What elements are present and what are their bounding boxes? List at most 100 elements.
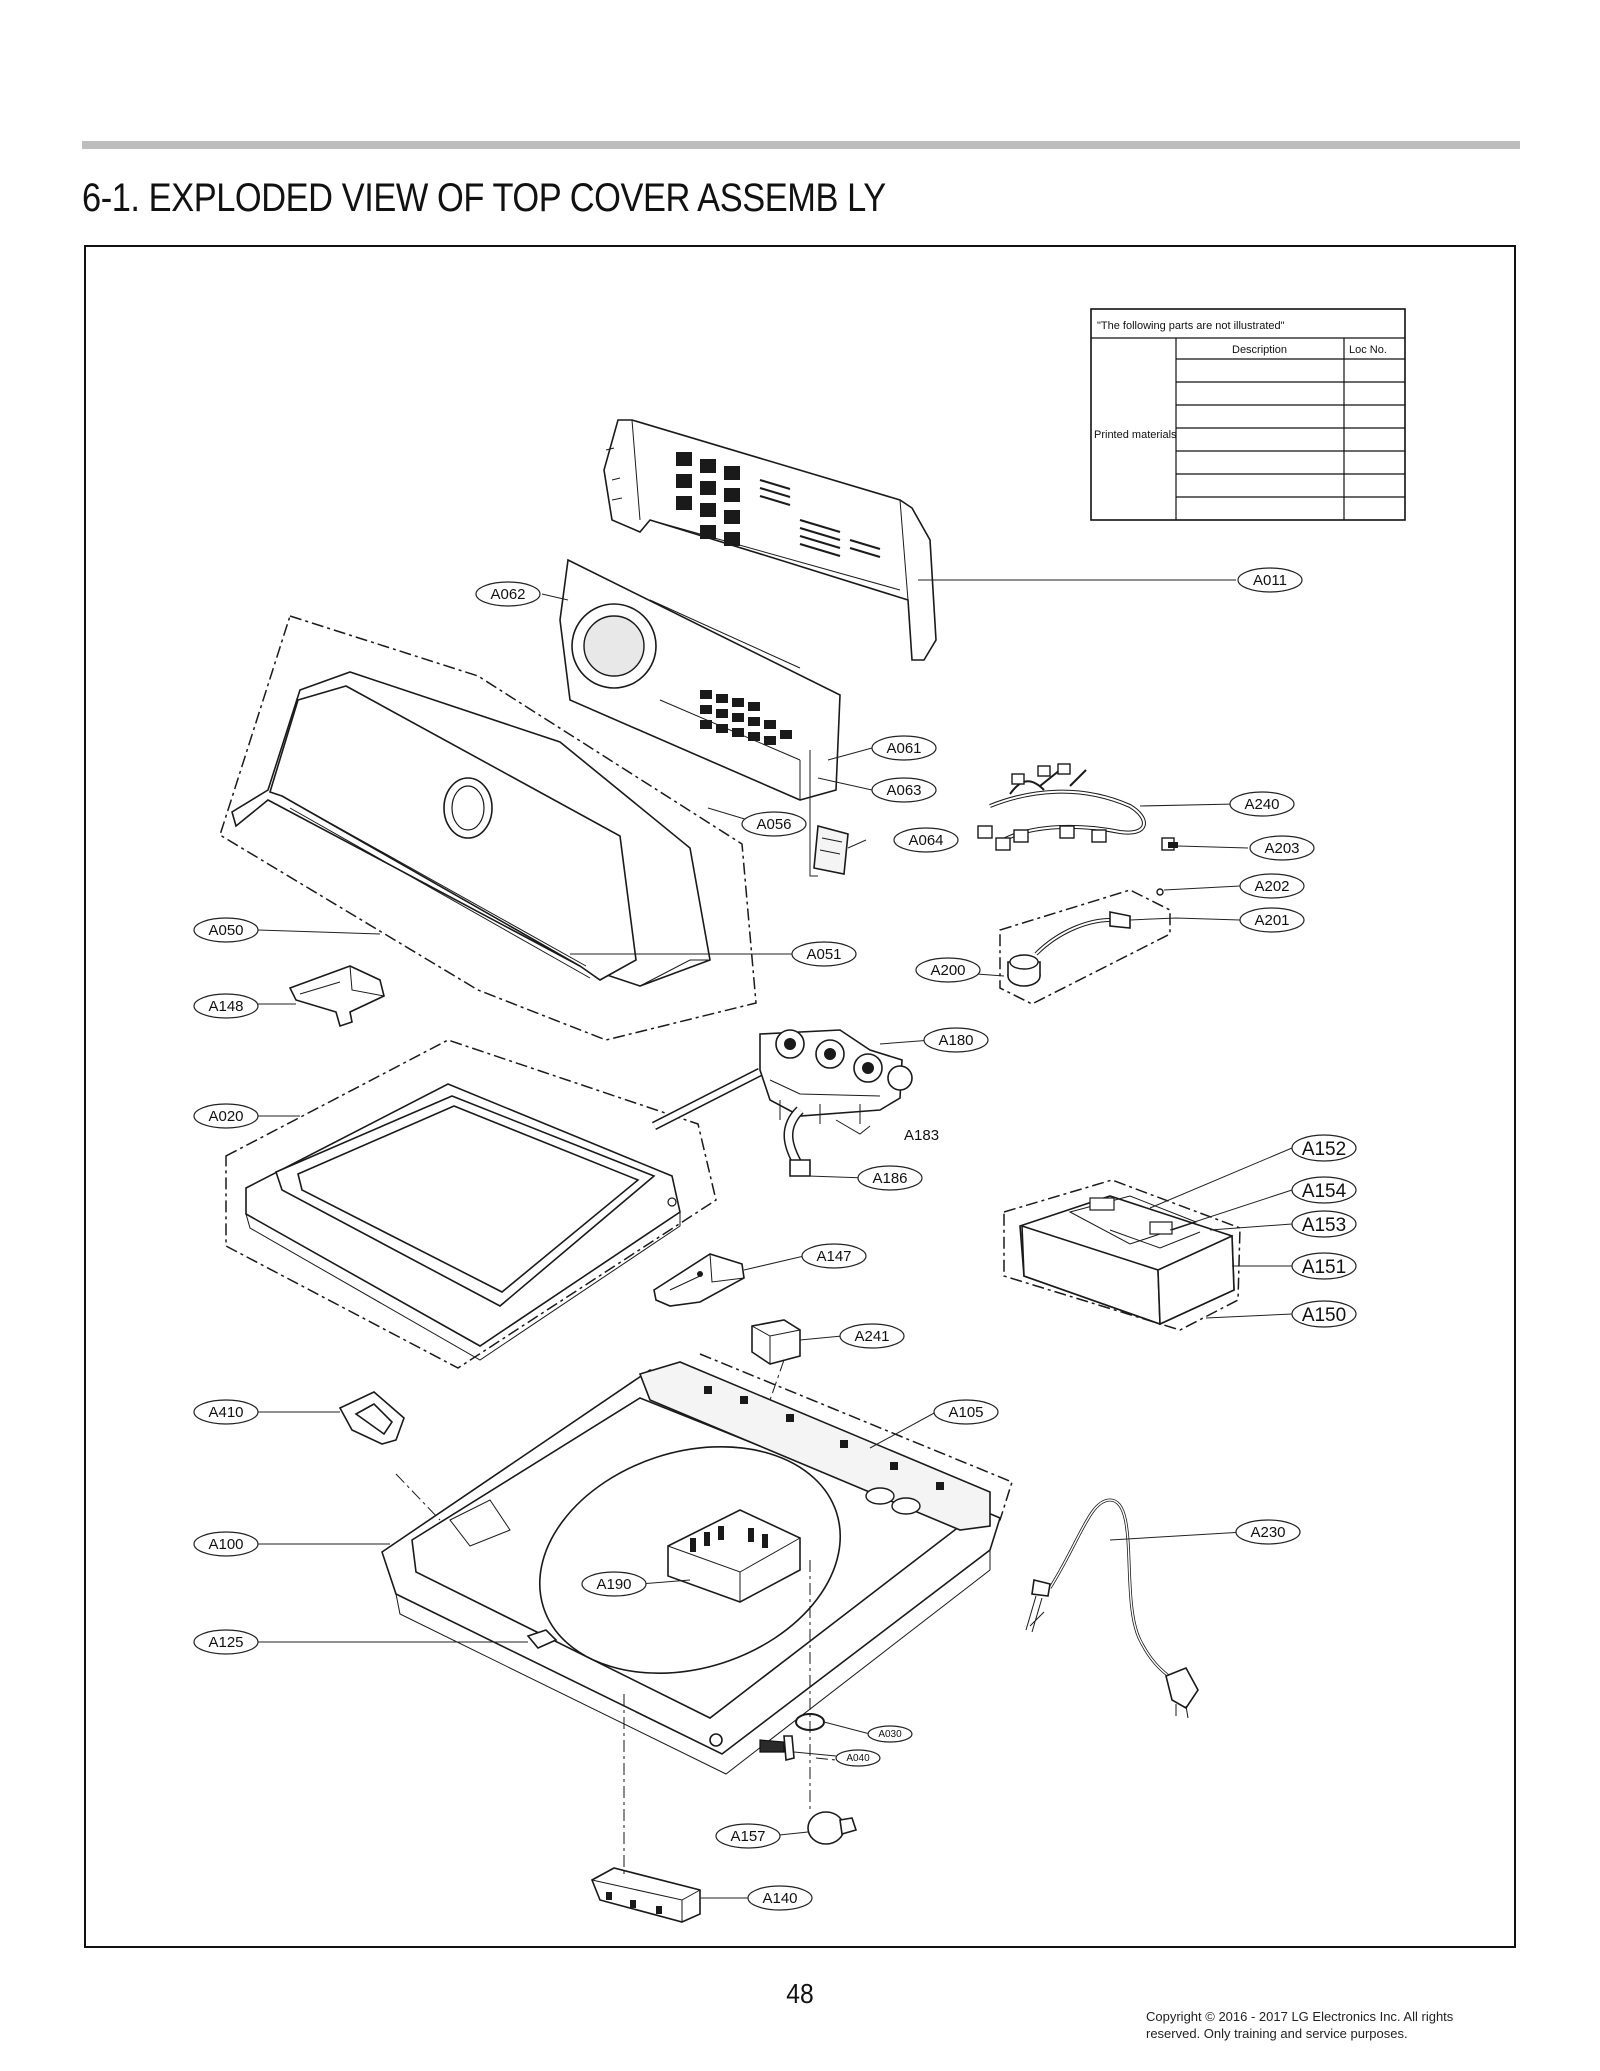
svg-text:A190: A190	[596, 1576, 631, 1593]
svg-text:A154: A154	[1302, 1181, 1347, 1202]
svg-text:A147: A147	[816, 1248, 851, 1265]
part-a051-control-panel	[231, 671, 711, 987]
callout-a020: A020	[193, 1103, 259, 1129]
svg-text:A200: A200	[930, 962, 965, 979]
svg-text:A051: A051	[806, 946, 841, 963]
header-rule	[82, 141, 1520, 149]
dashed-enclosure-a200	[999, 889, 1171, 1005]
callout-a147: A147	[801, 1243, 867, 1269]
callout-a061: A061	[871, 735, 937, 761]
svg-text:A186: A186	[872, 1170, 907, 1187]
table-row-label: Printed materials	[1094, 429, 1177, 441]
part-a157-cap	[807, 1811, 858, 1845]
svg-text:A240: A240	[1244, 796, 1279, 813]
leader-lines	[257, 579, 1293, 1899]
callout-a157: A157	[715, 1823, 781, 1849]
svg-text:A151: A151	[1302, 1257, 1346, 1278]
svg-text:A241: A241	[854, 1328, 889, 1345]
svg-text:A125: A125	[208, 1634, 243, 1651]
svg-text:A183: A183	[904, 1127, 939, 1144]
svg-text:A202: A202	[1254, 878, 1289, 895]
callout-a040: A040	[835, 1749, 881, 1767]
table-col-loc-no: Loc No.	[1349, 344, 1387, 356]
part-a040-screw	[759, 1735, 795, 1762]
callout-a030: A030	[867, 1725, 913, 1743]
part-a240-wire-harness	[977, 763, 1146, 851]
callout-a183: A183	[904, 1127, 939, 1144]
part-a148-bracket	[288, 965, 385, 1028]
svg-text:A150: A150	[1302, 1305, 1346, 1326]
page-title: 6-1. EXPLODED VIEW OF TOP COVER ASSEMB L…	[82, 176, 886, 220]
callout-a240: A240	[1229, 791, 1295, 817]
svg-text:A410: A410	[208, 1404, 243, 1421]
callout-a202: A202	[1239, 873, 1305, 899]
callout-a100: A100	[193, 1531, 259, 1557]
callout-a203: A203	[1249, 835, 1315, 861]
svg-text:A063: A063	[886, 782, 921, 799]
dashed-enclosure-a050	[219, 615, 757, 1041]
svg-text:A040: A040	[846, 1753, 870, 1764]
dashed-enclosure-a150	[1003, 1179, 1241, 1331]
part-a190-dispenser-box	[667, 1509, 801, 1603]
svg-text:A140: A140	[762, 1890, 797, 1907]
callout-a140: A140	[747, 1885, 813, 1911]
svg-text:A061: A061	[886, 740, 921, 757]
svg-text:A157: A157	[730, 1828, 765, 1845]
svg-text:A030: A030	[878, 1729, 902, 1740]
callout-a064: A064	[893, 827, 959, 853]
callout-a011: A011	[1237, 567, 1303, 593]
svg-text:A203: A203	[1264, 840, 1299, 857]
svg-text:A148: A148	[208, 998, 243, 1015]
callout-a200: A200	[915, 957, 981, 983]
svg-text:A152: A152	[1302, 1139, 1346, 1160]
svg-text:A020: A020	[208, 1108, 243, 1125]
svg-text:A064: A064	[908, 832, 943, 849]
diagram-frame	[84, 245, 1516, 1948]
callout-a180: A180	[923, 1027, 989, 1053]
part-a410-drain-cap	[338, 1391, 405, 1445]
part-a241-component	[751, 1319, 801, 1365]
part-a200-pressure-sensor	[1007, 888, 1164, 987]
callout-a125: A125	[193, 1629, 259, 1655]
callout-a051: A051	[791, 941, 857, 967]
callout-a105: A105	[933, 1399, 999, 1425]
svg-text:A011: A011	[1253, 572, 1287, 589]
callout-a154: A154	[1291, 1176, 1357, 1204]
svg-text:A100: A100	[208, 1536, 243, 1553]
part-a140-door-lock	[590, 1867, 701, 1923]
callout-a063: A063	[871, 777, 937, 803]
svg-text:A153: A153	[1302, 1215, 1346, 1236]
table-header: "The following parts are not illustrated…	[1097, 320, 1285, 332]
callout-a410: A410	[193, 1399, 259, 1425]
callout-a186: A186	[857, 1165, 923, 1191]
part-a064-board	[813, 824, 849, 875]
part-a180-inlet-valve	[651, 1029, 913, 1177]
not-illustrated-table: "The following parts are not illustrated…	[1090, 308, 1406, 521]
part-a230-power-cord	[1025, 1498, 1199, 1719]
callout-a201: A201	[1239, 907, 1305, 933]
svg-text:A180: A180	[938, 1032, 973, 1049]
callout-a056: A056	[741, 811, 807, 837]
svg-text:A062: A062	[490, 586, 525, 603]
svg-text:A230: A230	[1250, 1524, 1285, 1541]
callout-a152: A152	[1291, 1134, 1357, 1162]
callout-a050: A050	[193, 917, 259, 943]
callout-a230: A230	[1235, 1519, 1301, 1545]
callout-a241: A241	[839, 1323, 905, 1349]
callout-a153: A153	[1291, 1210, 1357, 1238]
dashed-enclosure-a020	[225, 1039, 717, 1369]
svg-text:A201: A201	[1254, 912, 1289, 929]
svg-text:A105: A105	[948, 1404, 983, 1421]
callout-a151: A151	[1291, 1252, 1357, 1280]
part-a150-detergent-drawer	[1019, 1195, 1235, 1326]
callout-a150: A150	[1291, 1300, 1357, 1328]
part-a011-rear-cover	[603, 419, 937, 661]
dashed-enclosure-a105	[699, 1353, 1013, 1531]
page-number: 48	[786, 1978, 814, 2009]
table-col-description: Description	[1232, 344, 1287, 356]
part-a203-connector	[1161, 837, 1178, 851]
svg-text:A056: A056	[756, 816, 791, 833]
callout-a148: A148	[193, 993, 259, 1019]
svg-text:A050: A050	[208, 922, 243, 939]
